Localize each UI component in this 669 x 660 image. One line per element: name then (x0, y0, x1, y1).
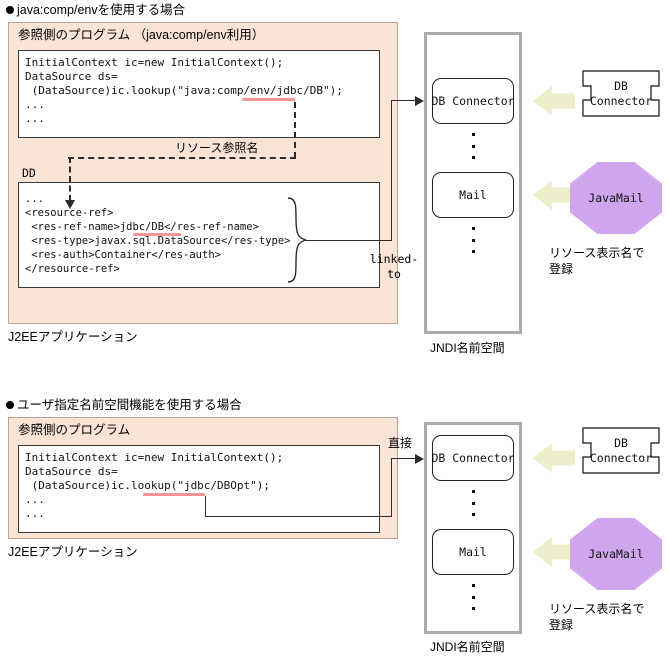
panel-title-b: 参照側のプログラム (18, 423, 131, 437)
resource-ref-dash-vertical-left (69, 157, 71, 201)
register-arrow-mail-top (533, 180, 575, 210)
linked-to-line-h2 (391, 100, 417, 101)
register-arrow-db-bottom (533, 443, 575, 473)
resource-ref-dash-horizontal (68, 157, 296, 159)
jndi-dots-top-1 (471, 133, 475, 159)
direct-line-v1 (205, 496, 206, 517)
program-code-box-b (18, 445, 380, 533)
panel-title-a: 参照側のプログラム （java:comp/env利用） (18, 28, 265, 42)
linked-to-arrowhead (415, 96, 424, 106)
jndi-dots-top-2 (471, 227, 475, 253)
section-b-heading: ユーザ指定名前空間機能を使用する場合 (6, 398, 242, 413)
jndi-dots-bottom-1 (471, 490, 475, 516)
direct-arrowhead (415, 454, 424, 464)
program-code-box-a (18, 50, 380, 138)
resource-ref-arrowhead (65, 200, 75, 209)
linked-to-line-h1 (306, 240, 392, 241)
dd-code-box (18, 182, 380, 288)
program-code-a: InitialContext ic=new InitialContext(); … (25, 56, 343, 125)
register-arrow-mail-bottom (533, 537, 575, 567)
program-code-b: InitialContext ic=new InitialContext(); … (25, 451, 284, 520)
direct-line-v2 (391, 458, 392, 517)
register-note-bottom: リソース表示名で 登録 (549, 602, 645, 632)
direct-label: 直接 (388, 436, 413, 450)
db-connector-shape-top (582, 70, 660, 117)
bullet-icon-b (6, 400, 14, 409)
direct-line-h1 (205, 516, 391, 517)
javamail-shape-top: JavaMail (570, 162, 662, 234)
linked-to-line-v (391, 100, 392, 241)
resource-name-underline-a (242, 98, 295, 101)
jndi-entry-db-connector-bottom[interactable]: DB Connector (431, 435, 515, 481)
dd-label: DD (22, 166, 36, 180)
jndi-caption-top: JNDI名前空間 (430, 341, 505, 355)
jndi-dots-bottom-2 (471, 584, 475, 610)
section-a-heading: java:comp/envを使用する場合 (6, 3, 185, 18)
resource-name-underline-b (143, 493, 205, 496)
register-note-top: リソース表示名で 登録 (549, 246, 645, 276)
jndi-entry-mail-bottom[interactable]: Mail (432, 529, 514, 575)
bullet-icon (6, 5, 14, 14)
app-caption-a: J2EEアプリケーション (8, 330, 138, 344)
javamail-shape-bottom: JavaMail (570, 518, 662, 590)
jndi-entry-mail-top[interactable]: Mail (432, 172, 514, 218)
dd-code: ... <resource-ref> <res-ref-name>jdbc/DB… (25, 193, 291, 275)
db-connector-label-top: DB Connector (589, 79, 653, 108)
res-ref-name-underline (133, 233, 181, 236)
jndi-entry-db-connector-top[interactable]: DB Connector (431, 78, 515, 124)
db-connector-label-bottom: DB Connector (589, 436, 653, 465)
direct-line-h2 (391, 458, 417, 459)
resource-ref-label: リソース参照名 (175, 141, 259, 155)
linked-to-label: linked- to (369, 252, 419, 281)
resource-ref-dash-vertical-right (294, 102, 296, 158)
jndi-caption-bottom: JNDI名前空間 (430, 640, 505, 654)
register-arrow-db-top (533, 86, 575, 116)
db-connector-shape-bottom (582, 427, 660, 474)
app-caption-b: J2EEアプリケーション (8, 545, 138, 559)
